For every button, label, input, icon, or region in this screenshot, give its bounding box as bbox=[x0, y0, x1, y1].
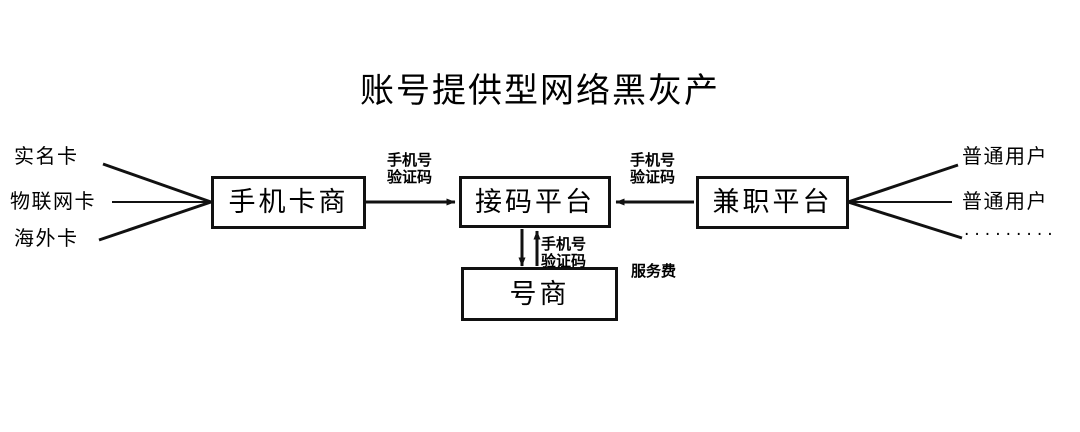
page-title: 账号提供型网络黑灰产 bbox=[360, 71, 720, 111]
right-fan-connectors bbox=[847, 163, 963, 240]
edge-label-dealer-to-sms-line2: 验证码 bbox=[387, 167, 433, 186]
edge-label-service-fee: 服务费 bbox=[631, 262, 677, 280]
edge-label-parttime-to-sms-line2: 验证码 bbox=[630, 167, 676, 186]
node-account-dealer-label: 号商 bbox=[509, 278, 570, 310]
node-account-dealer[interactable]: 号商 bbox=[461, 267, 618, 321]
source-label-normal-user-2: 普通用户 bbox=[962, 189, 1048, 213]
edge-label-dealer-to-sms-line1: 手机号 bbox=[387, 151, 433, 169]
source-label-iot-card: 物联网卡 bbox=[10, 189, 96, 213]
source-label-ellipsis: ········· bbox=[964, 225, 1058, 245]
edge-label-account-to-sms-line2: 验证码 bbox=[541, 251, 587, 270]
edge-label-parttime-to-sms-line1: 手机号 bbox=[630, 151, 676, 169]
left-fan-connectors bbox=[98, 162, 212, 242]
source-label-normal-user-1: 普通用户 bbox=[962, 144, 1048, 168]
source-label-realname-card: 实名卡 bbox=[14, 144, 79, 168]
edge-label-account-to-sms-line1: 手机号 bbox=[541, 235, 587, 253]
node-parttime-platform-label: 兼职平台 bbox=[712, 187, 833, 218]
node-sms-platform[interactable]: 接码平台 bbox=[459, 176, 611, 228]
node-card-dealer[interactable]: 手机卡商 bbox=[211, 176, 366, 229]
node-card-dealer-label: 手机卡商 bbox=[228, 187, 349, 218]
node-parttime-platform[interactable]: 兼职平台 bbox=[696, 176, 849, 229]
edge-label-dealer-to-sms: 手机号 验证码 bbox=[387, 152, 432, 186]
edge-label-parttime-to-sms: 手机号 验证码 bbox=[630, 152, 675, 186]
node-sms-platform-label: 接码平台 bbox=[475, 186, 595, 218]
edge-label-account-to-sms: 手机号 验证码 bbox=[541, 236, 586, 270]
source-label-overseas-card: 海外卡 bbox=[14, 226, 79, 250]
